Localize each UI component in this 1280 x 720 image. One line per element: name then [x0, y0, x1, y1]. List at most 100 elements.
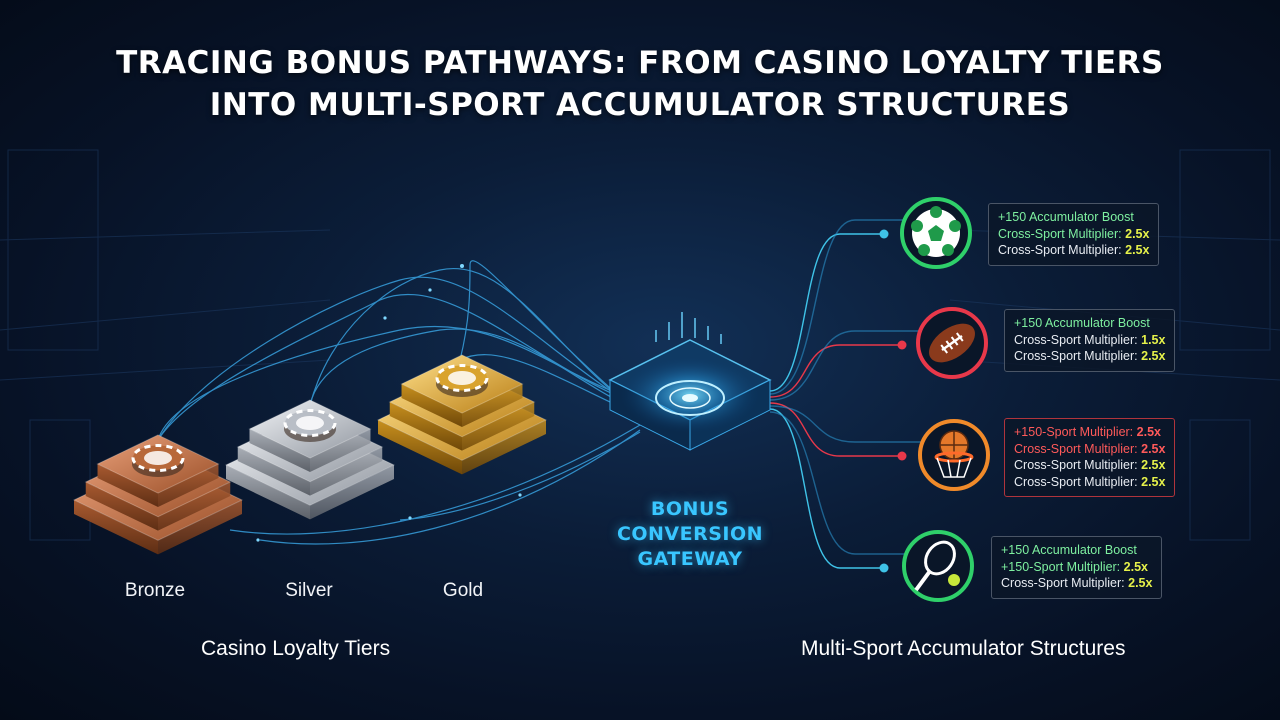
tier-layer-side-left	[249, 429, 310, 473]
tier-layer-side-left	[237, 447, 310, 496]
hoop-rim	[934, 451, 974, 463]
info-line-text: +150 Accumulator Boost	[998, 210, 1134, 224]
info-line: Cross-Sport Multiplier: 2.5x	[1001, 575, 1152, 592]
info-line: Cross-Sport Multiplier: 2.5x	[998, 242, 1149, 259]
ball-panel	[942, 244, 954, 256]
info-line-text: +150-Sport Multiplier:	[1001, 559, 1124, 574]
info-line-text: +150 Accumulator Boost	[1001, 543, 1137, 557]
sport-connection-line	[769, 219, 906, 395]
tier-label-bronze: Bronze	[124, 580, 186, 601]
ball-panel	[930, 206, 942, 218]
chip-center	[448, 371, 476, 385]
tennis-racket-icon	[902, 530, 974, 602]
football-lace	[941, 334, 963, 352]
info-line: +150 Accumulator Boost	[1014, 315, 1165, 332]
info-line: Cross-Sport Multiplier: 2.5x	[1014, 348, 1165, 365]
tier-layer-side-left	[401, 384, 462, 428]
sport-connection-line	[769, 402, 902, 457]
sport-info-box-4: +150 Accumulator Boost +150-Sport Multipl…	[991, 536, 1163, 599]
info-line-text: Cross-Sport Multiplier:	[1014, 441, 1142, 456]
tier-layer-side-right	[158, 464, 219, 508]
tier-layer-side-right	[158, 482, 231, 531]
sport-connection-line	[769, 405, 924, 443]
info-line-value: 2.5x	[1125, 226, 1150, 241]
gateway-particles	[655, 312, 722, 344]
chip-center	[144, 451, 172, 465]
connection-node-dot	[897, 340, 907, 350]
connection-node-dot	[897, 451, 907, 461]
info-line-value: 2.5x	[1123, 559, 1148, 574]
gateway-label-line-2: CONVERSION	[616, 523, 764, 545]
tier-label-gold: Gold	[442, 580, 484, 601]
info-line: +150 Accumulator Boost	[1001, 542, 1152, 559]
info-line-value: 2.5x	[1141, 458, 1166, 472]
tier-layer-side-left	[97, 464, 158, 508]
multi-sport-accumulator-label: Multi-Sport Accumulator Structures	[801, 637, 1126, 660]
football-lace	[955, 332, 964, 342]
tier-stack-gold	[376, 354, 548, 475]
info-line: Cross-Sport Multiplier: 2.5x	[1014, 457, 1165, 474]
info-line: Cross-Sport Multiplier: 2.5x	[998, 226, 1149, 243]
ball-panel	[949, 220, 961, 232]
info-line-text: Cross-Sport Multiplier:	[1001, 576, 1129, 590]
gateway-label: BONUS CONVERSION GATEWAY	[590, 497, 790, 572]
tier-layer-side-right	[158, 500, 242, 555]
ball-panel	[918, 244, 930, 256]
tier-layer-side-right	[462, 384, 523, 428]
tier-layer-side-right	[462, 402, 535, 451]
info-line: Cross-Sport Multiplier: 1.5x	[1014, 332, 1165, 349]
loyalty-tier-stacks	[72, 354, 548, 555]
football-lace	[945, 340, 954, 350]
racket-handle	[914, 569, 932, 592]
info-line-value: 2.5x	[1141, 474, 1166, 489]
info-line: +150 Accumulator Boost	[998, 209, 1149, 226]
info-line: Cross-Sport Multiplier: 2.5x	[1014, 441, 1165, 458]
sport-connection-line	[769, 330, 922, 401]
gateway-label-line-3: GATEWAY	[637, 548, 743, 570]
basketball-icon	[918, 419, 990, 491]
american-football-icon	[916, 307, 988, 379]
casino-loyalty-tiers-label: Casino Loyalty Tiers	[201, 637, 391, 660]
sport-connection-line	[769, 344, 902, 398]
sport-connection-line	[769, 411, 908, 555]
info-line-text: Cross-Sport Multiplier:	[998, 243, 1126, 257]
info-line-text: +150-Sport Multiplier:	[1014, 425, 1137, 439]
tier-layer-side-right	[310, 447, 383, 496]
info-line-text: Cross-Sport Multiplier:	[998, 226, 1126, 241]
ball-panel	[911, 220, 923, 232]
tier-layer-side-left	[226, 465, 310, 520]
info-line-text: Cross-Sport Multiplier:	[1014, 349, 1142, 363]
football-lace	[940, 344, 949, 354]
page-title-line-1: TRACING BONUS PATHWAYS: FROM CASINO LOYA…	[116, 45, 1164, 81]
tier-layer-side-left	[378, 420, 462, 475]
ball-panel	[928, 225, 944, 241]
sport-icons	[900, 197, 990, 602]
page-title: TRACING BONUS PATHWAYS: FROM CASINO LOYA…	[0, 42, 1280, 126]
sport-connection-line	[769, 233, 884, 392]
info-line-text: Cross-Sport Multiplier:	[1014, 458, 1142, 472]
tier-layer-side-right	[310, 465, 394, 520]
info-line-value: 2.5x	[1128, 576, 1153, 590]
info-line: +150-Sport Multiplier: 2.5x	[1014, 424, 1165, 441]
info-line: Cross-Sport Multiplier: 2.5x	[1014, 474, 1165, 491]
gateway-label-line-1: BONUS	[650, 498, 730, 520]
info-line-value: 1.5x	[1141, 332, 1166, 347]
gateway-to-sports-connections	[769, 219, 924, 573]
tennis-ball	[948, 574, 960, 586]
chip-center	[296, 416, 324, 430]
info-line-value: 2.5x	[1125, 243, 1150, 257]
tier-stack-silver	[224, 399, 396, 520]
info-line-value: 2.5x	[1141, 349, 1166, 363]
connection-node-dot	[879, 563, 889, 573]
tier-label-silver: Silver	[285, 580, 333, 601]
hoop-net	[936, 457, 972, 478]
tier-stack-bronze	[72, 434, 244, 555]
soccer-ball-icon	[900, 197, 972, 269]
info-line: +150-Sport Multiplier: 2.5x	[1001, 559, 1152, 576]
tier-layer-side-right	[462, 420, 546, 475]
football-lace	[950, 336, 959, 346]
info-line-value: 2.5x	[1136, 425, 1161, 439]
